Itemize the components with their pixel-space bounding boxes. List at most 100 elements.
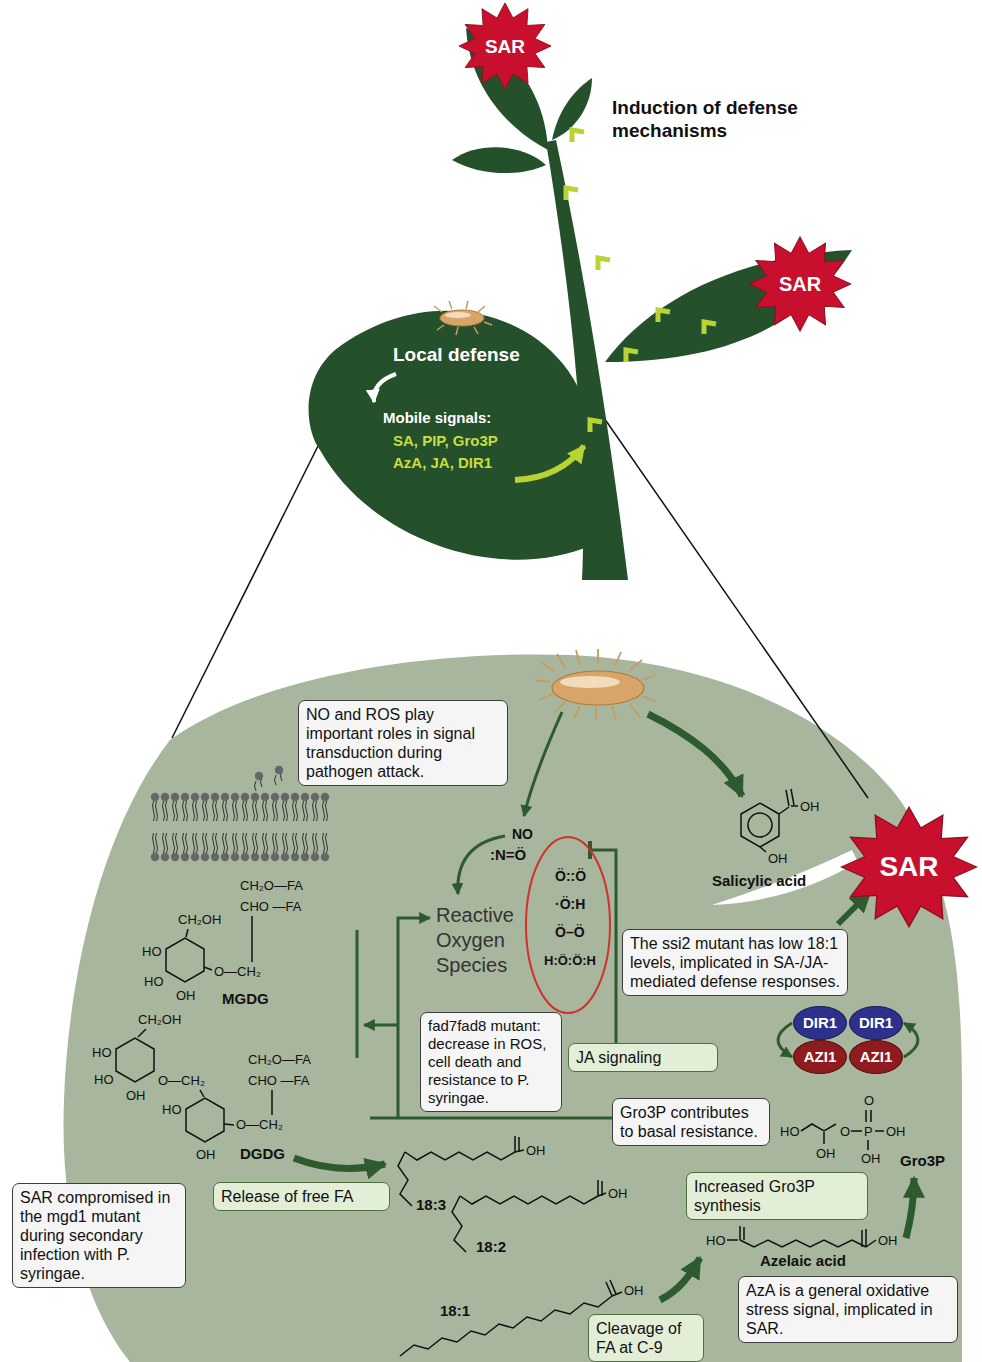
- pathway-arrow: [294, 712, 914, 1300]
- bacterium: [445, 312, 471, 318]
- chemical-bond: [452, 1196, 466, 1252]
- bacterium: [434, 301, 492, 335]
- chemical-bond: [186, 1098, 224, 1142]
- sar-star: SAR: [748, 236, 852, 332]
- note-box: fad7fad8 mutant: decrease in ROS, cell d…: [420, 1012, 562, 1112]
- lewis-structure: :N=Ö: [490, 846, 526, 864]
- zoom-line: [586, 392, 868, 798]
- chemical-bond: [166, 938, 204, 982]
- atom-label: HO: [92, 1045, 112, 1061]
- plant: [452, 147, 546, 173]
- defense-chevron: [704, 322, 716, 334]
- chemical-bond: [116, 789, 884, 1356]
- signal-arrow: [374, 374, 584, 480]
- sa-wedge: [712, 850, 858, 905]
- cycle-arrow: [778, 1023, 792, 1057]
- molecule-name: Gro3P: [900, 1152, 945, 1170]
- pathway-arrow: [458, 836, 505, 894]
- node-text: Cleavage of FA at C-9: [596, 1319, 696, 1357]
- node-text: SAR compromised in the mgd1 mutant durin…: [20, 1188, 178, 1283]
- atom-label: CHO —FA: [240, 899, 301, 915]
- pathway-arrow: [648, 714, 742, 796]
- pathway-arrow: [364, 1024, 398, 1027]
- chemical-bond: [740, 1240, 866, 1247]
- bacterium: [552, 671, 644, 705]
- process-box: Increased Gro3P synthesis: [686, 1172, 868, 1220]
- note-box: The ssi2 mutant has low 18:1 levels, imp…: [622, 929, 848, 996]
- chemical-bond: [116, 1038, 154, 1082]
- chemical-bond: [801, 1124, 836, 1131]
- atom-label: OH: [878, 1233, 898, 1249]
- note-box: NO and ROS play important roles in signa…: [298, 700, 508, 786]
- chemical-bond: [760, 789, 798, 852]
- stem-note: Induction of defense mechanisms: [612, 96, 817, 142]
- node-text: NO and ROS play important roles in signa…: [306, 705, 500, 781]
- chemical-bond: [400, 1296, 612, 1356]
- chemical-bond: [606, 1280, 622, 1296]
- sar-star: SAR: [840, 806, 978, 928]
- chemical-bond: [405, 1152, 515, 1160]
- zoom-region: [64, 654, 962, 1362]
- protein-ellipse: DIR1: [849, 1006, 903, 1040]
- node-text: The ssi2 mutant has low 18:1 levels, imp…: [630, 934, 840, 991]
- lewis-structure: Ö::Ö: [555, 868, 586, 885]
- membrane: [275, 766, 283, 774]
- node-text: SAR: [485, 35, 525, 58]
- atom-label: OH: [196, 1147, 216, 1163]
- star-outline: [841, 807, 976, 927]
- chemical-bond: [741, 803, 779, 847]
- sar-star: SAR: [458, 2, 552, 90]
- defense-chevron: [626, 350, 638, 362]
- node-text: fad7fad8 mutant: decrease in ROS, cell d…: [428, 1017, 554, 1107]
- defense-chevron: [590, 420, 602, 432]
- pathway-arrow: [356, 930, 359, 1058]
- molecule-name: Azelaic acid: [760, 1252, 846, 1270]
- star-outline: [459, 3, 551, 89]
- molecule-name: NO: [512, 826, 533, 843]
- lewis-structure: H:Ö:Ö:H: [544, 953, 596, 969]
- defense-chevron: [598, 258, 610, 270]
- cycle-arrow: [904, 1023, 918, 1057]
- chemical-bond: [398, 1152, 412, 1206]
- star-outline: [749, 237, 851, 331]
- signal-arrow: [515, 446, 584, 480]
- atom-label: P: [864, 1124, 873, 1140]
- membrane: [255, 772, 263, 780]
- atom-label: O—CH₂: [214, 964, 261, 980]
- defense-chevron: [658, 310, 670, 322]
- node-text: Increased Gro3P synthesis: [694, 1177, 860, 1215]
- node-text: SAR: [879, 850, 938, 884]
- plant: [309, 311, 592, 560]
- atom-label: OH: [886, 1124, 906, 1140]
- plant: [309, 28, 852, 580]
- chemical-bond: [824, 1110, 884, 1150]
- pathway-arrow: [906, 1178, 914, 1238]
- atom-label: OH: [608, 1186, 628, 1202]
- defense-chevron: [566, 188, 578, 200]
- bacterium: [440, 310, 484, 326]
- defense-chevron: [566, 130, 716, 432]
- atom-label: OH: [176, 988, 196, 1004]
- chemical-bond: [460, 1196, 598, 1204]
- chemical-bond: [748, 813, 772, 837]
- node-text: Gro3P contributes to basal resistance.: [620, 1103, 762, 1141]
- signal-arrow: [374, 374, 396, 402]
- node-text: DIR1: [803, 1014, 837, 1032]
- atom-label: CHO —FA: [248, 1073, 309, 1089]
- pathway-arrow: [370, 1117, 612, 1120]
- atom-label: O: [840, 1124, 850, 1140]
- ros-label: Reactive Oxygen Species: [436, 903, 526, 978]
- protein-ellipse: AZI1: [793, 1040, 847, 1074]
- note-box: AzA is a general oxidative stress signal…: [738, 1276, 958, 1343]
- lewis-structure: ·Ö:H: [555, 896, 585, 913]
- lipid-name: MGDG: [222, 990, 269, 1008]
- process-box: Release of free FA: [213, 1182, 390, 1211]
- lipid-name: DGDG: [240, 1145, 285, 1163]
- node-text: JA signaling: [576, 1048, 710, 1067]
- atom-label: CH₂O—FA: [240, 878, 303, 894]
- atom-label: O—CH₂: [158, 1073, 205, 1089]
- process-box: Cleavage of FA at C-9: [588, 1314, 704, 1362]
- zoom-line: [172, 446, 318, 738]
- atom-label: HO: [780, 1124, 800, 1140]
- node-text: DIR1: [859, 1014, 893, 1032]
